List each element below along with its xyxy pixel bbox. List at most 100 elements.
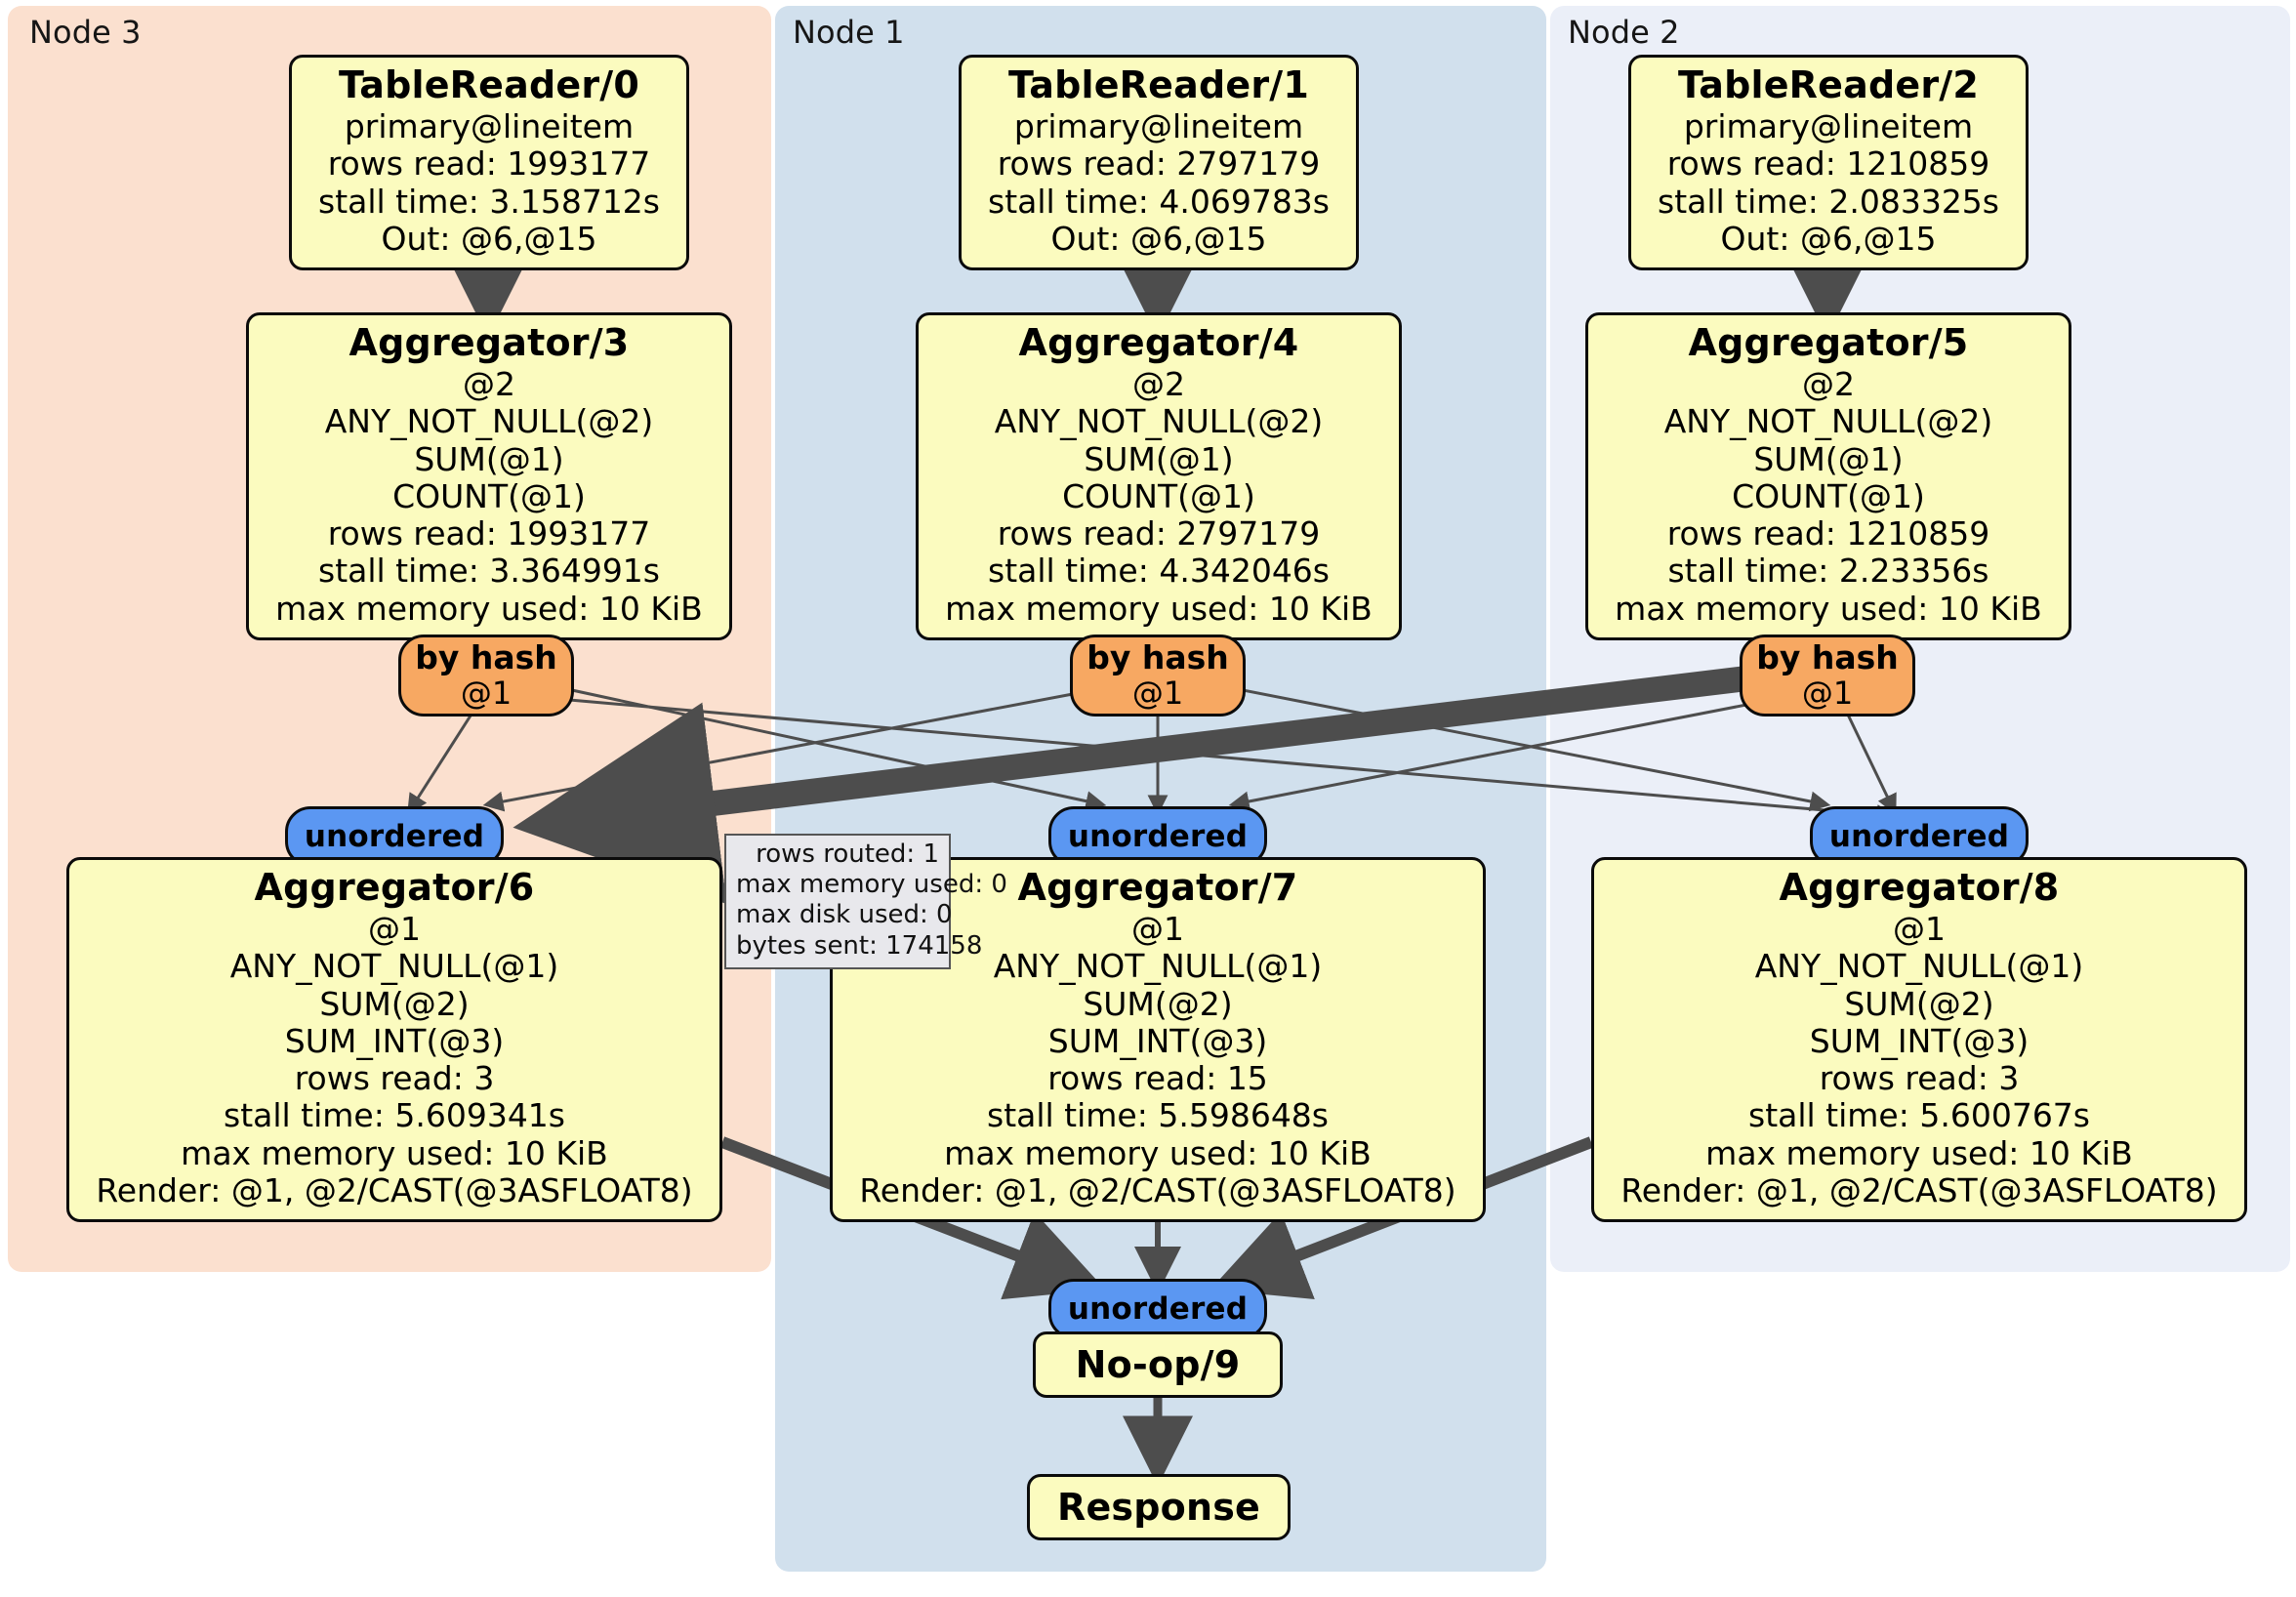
processor-detail: rows read: 2797179 <box>997 514 1321 553</box>
processor-title: Aggregator/8 <box>1779 866 2060 909</box>
processor-title: TableReader/1 <box>1008 63 1309 106</box>
processor-detail: rows read: 1210859 <box>1666 144 1990 184</box>
processor-detail: stall time: 3.158712s <box>318 182 660 221</box>
processor-detail: Render: @1, @2/CAST(@3ASFLOAT8) <box>859 1170 1456 1209</box>
processor-detail: SUM(@1) <box>1753 439 1904 478</box>
edge-hash5-unordered7 <box>1228 697 1778 812</box>
processor-detail: stall time: 5.598648s <box>987 1096 1329 1135</box>
processor-detail: primary@lineitem <box>1683 107 1974 146</box>
processor-detail: Out: @6,@15 <box>381 219 597 258</box>
processor-detail: rows read: 3 <box>1819 1059 2020 1098</box>
processor-detail: SUM(@1) <box>1084 439 1234 478</box>
processor-detail: Render: @1, @2/CAST(@3ASFLOAT8) <box>1620 1170 2218 1209</box>
stream-stats-tooltip: rows routed: 1 max memory used: 0 max di… <box>724 834 1007 969</box>
edge-hash3-unordered6 <box>407 712 474 815</box>
synchronizer-unordered-aggregator8[interactable]: unordered <box>1810 806 2029 867</box>
processor-aggregator-4[interactable]: Aggregator/4 @2 ANY_NOT_NULL(@2) SUM(@1)… <box>916 312 1402 640</box>
processor-detail: rows read: 1210859 <box>1666 514 1990 553</box>
processor-title: Aggregator/6 <box>254 866 535 909</box>
processor-detail: COUNT(@1) <box>1732 476 1925 515</box>
processor-title: Aggregator/5 <box>1688 321 1969 364</box>
processor-detail: rows read: 3 <box>294 1059 495 1098</box>
processor-detail: rows read: 1993177 <box>327 514 651 553</box>
router-by-hash-aggregator5[interactable]: by hash @1 <box>1740 635 1915 717</box>
processor-detail: max memory used: 10 KiB <box>181 1133 608 1172</box>
processor-detail: @1 <box>1131 910 1184 949</box>
processor-detail: max memory used: 10 KiB <box>1705 1133 2133 1172</box>
edge-hash5-unordered8 <box>1845 712 1897 815</box>
processor-detail: max memory used: 10 KiB <box>1615 589 2042 628</box>
processor-detail: SUM_INT(@3) <box>1047 1021 1268 1060</box>
processor-tablereader-1[interactable]: TableReader/1 primary@lineitem rows read… <box>959 55 1359 271</box>
edge-hash5-unordered6 <box>512 663 1773 905</box>
processor-detail: rows read: 1993177 <box>327 144 651 184</box>
processor-noop-9[interactable]: No-op/9 <box>1033 1331 1283 1398</box>
tooltip-line: rows routed: 1 <box>756 839 939 869</box>
processor-title: No-op/9 <box>1075 1342 1241 1386</box>
cluster-label-node1: Node 1 <box>793 14 905 51</box>
router-column: @1 <box>1131 674 1184 712</box>
processor-detail: @2 <box>463 365 515 404</box>
processor-detail: Out: @6,@15 <box>1050 219 1267 258</box>
router-by-hash-aggregator3[interactable]: by hash @1 <box>398 635 574 717</box>
processor-detail: SUM(@2) <box>319 984 470 1023</box>
router-title: by hash <box>1756 637 1899 676</box>
processor-detail: SUM(@2) <box>1844 984 1994 1023</box>
processor-detail: max memory used: 10 KiB <box>944 1133 1372 1172</box>
processor-detail: ANY_NOT_NULL(@1) <box>1754 947 2084 986</box>
processor-title: Response <box>1056 1485 1260 1529</box>
processor-title: Aggregator/3 <box>348 321 630 364</box>
processor-detail: @1 <box>1893 910 1946 949</box>
processor-detail: stall time: 5.600767s <box>1748 1096 2090 1135</box>
processor-detail: @2 <box>1802 365 1855 404</box>
processor-aggregator-3[interactable]: Aggregator/3 @2 ANY_NOT_NULL(@2) SUM(@1)… <box>246 312 732 640</box>
tooltip-line: bytes sent: 174158 <box>736 930 983 961</box>
tooltip-line: max disk used: 0 <box>736 900 953 930</box>
tooltip-line: max memory used: 0 <box>736 870 1007 900</box>
processor-title: TableReader/0 <box>339 63 639 106</box>
processor-detail: Render: @1, @2/CAST(@3ASFLOAT8) <box>96 1170 693 1209</box>
processor-detail: SUM(@2) <box>1083 984 1233 1023</box>
processor-detail: max memory used: 10 KiB <box>945 589 1373 628</box>
processor-detail: Out: @6,@15 <box>1720 219 1937 258</box>
processor-detail: stall time: 3.364991s <box>318 552 660 591</box>
router-column: @1 <box>1801 674 1854 712</box>
processor-aggregator-5[interactable]: Aggregator/5 @2 ANY_NOT_NULL(@2) SUM(@1)… <box>1585 312 2071 640</box>
processor-detail: @2 <box>1132 365 1185 404</box>
processor-detail: stall time: 5.609341s <box>224 1096 565 1135</box>
processor-detail: ANY_NOT_NULL(@2) <box>994 402 1324 441</box>
processor-detail: COUNT(@1) <box>392 476 586 515</box>
processor-response[interactable]: Response <box>1027 1474 1291 1540</box>
processor-detail: rows read: 2797179 <box>997 144 1321 184</box>
processor-detail: max memory used: 10 KiB <box>275 589 703 628</box>
processor-detail: stall time: 4.342046s <box>988 552 1330 591</box>
processor-tablereader-0[interactable]: TableReader/0 primary@lineitem rows read… <box>289 55 689 271</box>
processor-detail: primary@lineitem <box>344 107 635 146</box>
processor-title: Aggregator/4 <box>1018 321 1299 364</box>
processor-detail: ANY_NOT_NULL(@2) <box>324 402 654 441</box>
processor-title: TableReader/2 <box>1678 63 1979 106</box>
processor-detail: ANY_NOT_NULL(@1) <box>229 947 559 986</box>
edge-hash4-unordered8 <box>1227 685 1831 812</box>
edge-hash3-unordered8 <box>557 697 1898 826</box>
processor-detail: SUM(@1) <box>414 439 564 478</box>
router-title: by hash <box>1086 637 1229 676</box>
processor-title: Aggregator/7 <box>1017 866 1298 909</box>
processor-aggregator-6[interactable]: Aggregator/6 @1 ANY_NOT_NULL(@1) SUM(@2)… <box>66 857 722 1223</box>
processor-detail: stall time: 2.23356s <box>1667 552 1989 591</box>
processor-detail: stall time: 4.069783s <box>988 182 1330 221</box>
cluster-label-node2: Node 2 <box>1568 14 1680 51</box>
processor-detail: rows read: 15 <box>1047 1059 1268 1098</box>
router-column: @1 <box>460 674 512 712</box>
processor-aggregator-8[interactable]: Aggregator/8 @1 ANY_NOT_NULL(@1) SUM(@2)… <box>1591 857 2247 1223</box>
processor-detail: stall time: 2.083325s <box>1658 182 1999 221</box>
processor-detail: COUNT(@1) <box>1062 476 1255 515</box>
synchronizer-unordered-noop9[interactable]: unordered <box>1048 1279 1267 1339</box>
cluster-label-node3: Node 3 <box>29 14 142 51</box>
processor-detail: ANY_NOT_NULL(@1) <box>993 947 1323 986</box>
processor-tablereader-2[interactable]: TableReader/2 primary@lineitem rows read… <box>1628 55 2029 271</box>
router-by-hash-aggregator4[interactable]: by hash @1 <box>1070 635 1246 717</box>
processor-detail: ANY_NOT_NULL(@2) <box>1663 402 1993 441</box>
processor-detail: SUM_INT(@3) <box>1809 1021 2030 1060</box>
